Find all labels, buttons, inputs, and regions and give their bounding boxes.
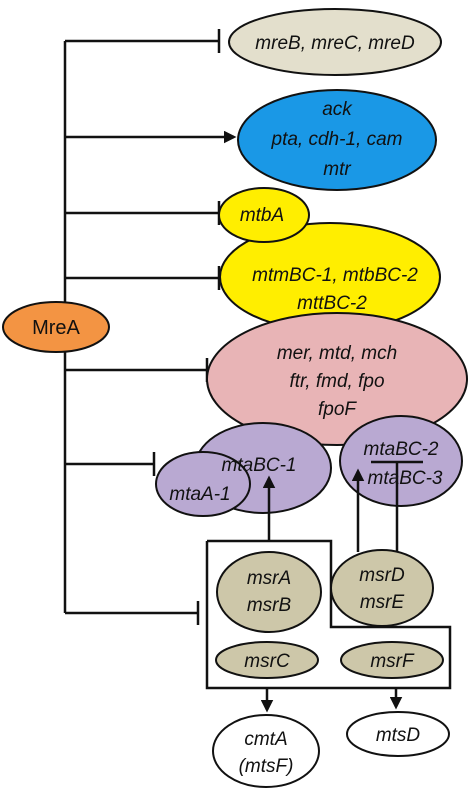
node-mer-line-1: mer, mtd, mch: [277, 343, 397, 364]
node-ack-line-1: ack: [322, 99, 353, 120]
node-msrf[interactable]: msrF: [340, 641, 444, 679]
node-mer[interactable]: mer, mtd, mch ftr, fmd, fpo fpoF: [206, 312, 468, 446]
node-mta1[interactable]: mtaBC-1 mtaA-1: [155, 422, 332, 517]
node-msrde-ellipse: [330, 549, 434, 627]
node-mer-line-2: ftr, fmd, fpo: [289, 371, 384, 392]
node-ack-line-3: mtr: [323, 159, 351, 180]
node-mta1-line-2: mtaA-1: [169, 484, 230, 505]
node-mta1-line-1: mtaBC-1: [222, 455, 297, 476]
mrea-node[interactable]: MreA: [2, 301, 110, 353]
node-msrf-line-1: msrF: [370, 651, 415, 672]
node-mtb-line-1: mtbA: [240, 205, 284, 226]
node-mtb-line-2: mtmBC-1, mtbBC-2: [252, 265, 418, 286]
node-msrc[interactable]: msrC: [215, 641, 319, 679]
node-ack-ellipse: [237, 89, 437, 191]
node-cmta-line-1: cmtA: [244, 729, 287, 750]
node-mtsd-ellipse: [346, 711, 450, 757]
node-msrf-ellipse: [340, 641, 444, 679]
mrea-label: MreA: [32, 317, 80, 339]
mrea-ellipse: [2, 301, 110, 353]
node-cmta-line-2: (mtsF): [239, 756, 294, 777]
node-msrab-line-1: msrA: [247, 568, 291, 589]
node-cmta[interactable]: cmtA (mtsF): [212, 714, 320, 788]
node-ack-line-2: pta, cdh-1, cam: [271, 129, 403, 150]
node-mre-line-1: mreB, mreC, mreD: [255, 33, 415, 54]
node-msrab-ellipse: [216, 551, 322, 633]
node-mta2-line-1: mtaBC-2: [364, 439, 439, 460]
node-mtb-line-3: mttBC-2: [297, 293, 367, 314]
node-mtsd-line-1: mtsD: [376, 725, 421, 746]
node-mta1-ellipse-small: [155, 451, 251, 517]
node-mer-line-3: fpoF: [318, 399, 357, 420]
node-msrc-line-1: msrC: [244, 651, 290, 672]
node-msrab-line-2: msrB: [247, 595, 292, 616]
node-mre-ellipse: [228, 8, 442, 76]
msr-edges: [260, 460, 423, 713]
node-msrde-line-1: msrD: [359, 565, 405, 586]
node-msrc-ellipse: [215, 641, 319, 679]
node-msrde-line-2: msrE: [360, 592, 405, 613]
node-mer-ellipse: [206, 312, 468, 446]
node-cmta-ellipse: [212, 714, 320, 788]
node-ack[interactable]: ack pta, cdh-1, cam mtr: [237, 89, 437, 191]
node-mtb[interactable]: mtbA mtmBC-1, mtbBC-2 mttBC-2: [218, 187, 441, 332]
node-mtb-ellipse-small: [218, 187, 310, 243]
msr-operon-box: [205, 539, 452, 690]
node-mre[interactable]: mreB, mreC, mreD: [228, 8, 442, 76]
node-mta2-line-2: mtaBC-3: [368, 468, 443, 489]
node-mtsd[interactable]: mtsD: [346, 711, 450, 757]
mrea-edges: [63, 29, 237, 625]
node-msrab[interactable]: msrA msrB: [216, 551, 322, 633]
node-msrde[interactable]: msrD msrE: [330, 549, 434, 627]
